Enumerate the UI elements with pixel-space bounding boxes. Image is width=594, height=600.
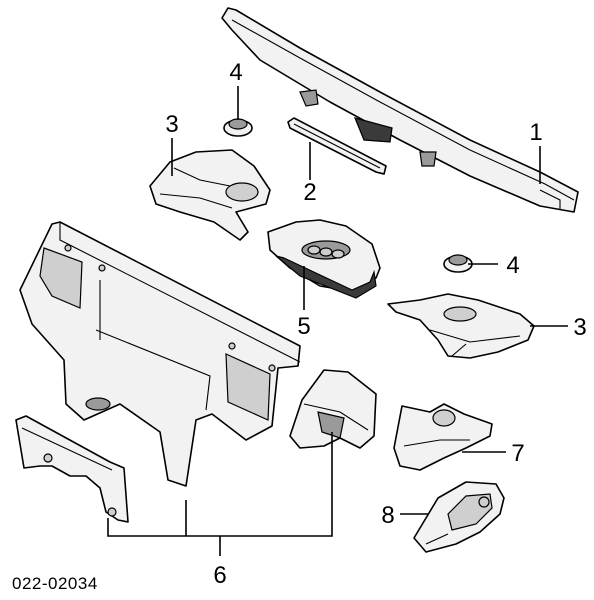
callout-7: 7 [511,440,524,467]
part-1-cowl-panel [221,7,579,213]
part-5-cover [267,219,381,299]
callout-5: 5 [297,313,310,340]
part-6-reinforcement-left [15,415,129,523]
part-4-clip-upper [223,118,253,137]
part-7-bracket [393,403,493,471]
callout-6: 6 [213,562,226,589]
callout-3-left: 3 [165,111,178,138]
callout-3-right: 3 [573,314,586,341]
part-6-reinforcement-right [289,369,377,449]
leader-lines [107,86,568,556]
callout-8: 8 [381,502,394,529]
reference-number: 022-02034 [12,574,98,593]
part-8-bracket [413,481,505,553]
leader-6-bracket [107,432,333,556]
callout-2: 2 [303,179,316,206]
part-4-clip-right [443,254,473,273]
callout-1: 1 [529,119,542,146]
callout-4-right: 4 [506,252,519,279]
part-3-bracket-right [387,293,535,359]
callout-4-upper: 4 [229,59,242,86]
part-3-bracket-left [149,149,271,241]
part-2-seal-strip [287,117,387,175]
part-6-bulkhead [19,221,301,487]
callouts: 1 2 3 4 5 4 3 7 8 6 [165,59,586,589]
